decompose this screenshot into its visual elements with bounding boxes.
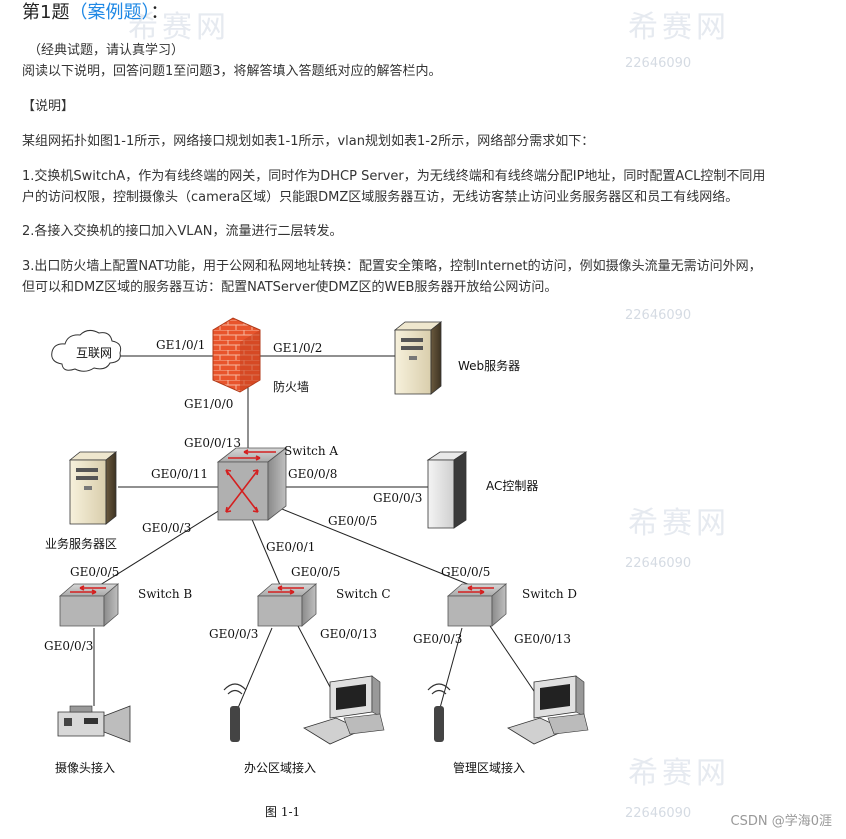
paragraph-0: 某组网拓扑如图1-1所示，网络接口规划如表1-1所示，vlan规划如表1-2所示…	[22, 134, 595, 149]
switch-c-label: Switch C	[336, 587, 391, 601]
question-type: （案例题）	[69, 2, 151, 23]
ac-controller-label: AC控制器	[486, 479, 538, 493]
web-server-label: Web服务器	[458, 358, 520, 373]
internet-cloud-icon	[51, 329, 122, 372]
paragraph-1a: 1.交换机SwitchA，作为有线终端的网关，同时作为DHCP Server，为…	[22, 169, 766, 184]
ac-controller-icon	[426, 451, 468, 529]
office-ap-icon	[223, 683, 247, 742]
port-label: GE0/0/5	[441, 565, 490, 579]
port-label: GE1/0/0	[184, 397, 233, 411]
web-server-icon	[394, 321, 442, 395]
link-switch-d-pc	[489, 625, 541, 701]
port-label: GE0/0/11	[151, 467, 208, 481]
port-label: GE0/0/8	[288, 467, 337, 481]
section-label: 【说明】	[22, 99, 75, 114]
title-colon: ：	[150, 2, 169, 23]
question-number: 第1题	[22, 2, 70, 23]
csdn-credit: CSDN @学海0涯	[730, 814, 832, 829]
office-pc-icon	[303, 675, 385, 745]
port-label: GE0/0/5	[328, 514, 377, 528]
switch-a-icon	[216, 447, 288, 521]
mgmt-ap-icon	[427, 683, 451, 742]
port-label: GE0/0/13	[514, 632, 571, 646]
internet-label: 互联网	[76, 346, 112, 360]
port-label: GE0/0/3	[209, 627, 258, 641]
firewall-label: 防火墙	[273, 379, 309, 394]
link-switch-a-switch-c	[247, 509, 281, 586]
switch-a-label: Switch A	[284, 444, 338, 458]
port-label: GE1/0/2	[273, 341, 322, 355]
paragraph-1b: 户的访问权限，控制摄像头（camera区域）只能跟DMZ区域服务器互访，无线访客…	[22, 190, 739, 205]
switch-b-label: Switch B	[138, 587, 192, 601]
paragraph-3b: 但可以和DMZ区域的服务器互访：配置NATServer使DMZ区的WEB服务器开…	[22, 280, 558, 295]
question-title: 第1题（案例题）：	[22, 0, 168, 24]
intro-note: （经典试题，请认真学习）	[28, 43, 185, 58]
camera-icon	[57, 705, 131, 743]
camera-access-label: 摄像头接入	[55, 760, 115, 775]
port-label: GE1/0/1	[156, 338, 205, 352]
switch-d-label: Switch D	[522, 587, 577, 601]
port-label: GE0/0/3	[373, 491, 422, 505]
paragraph-2: 2.各接入交换机的接口加入VLAN，流量进行二层转发。	[22, 224, 343, 239]
switch-d-icon	[447, 583, 507, 627]
port-label: GE0/0/1	[266, 540, 315, 554]
figure-caption: 图 1-1	[265, 805, 301, 819]
link-switch-a-switch-b	[99, 504, 229, 586]
firewall-icon	[212, 317, 261, 393]
port-label: GE0/0/5	[70, 565, 119, 579]
port-label: GE0/0/13	[184, 436, 241, 450]
link-switch-c-ap	[237, 627, 273, 709]
port-label: GE0/0/3	[413, 632, 462, 646]
port-label: GE0/0/5	[291, 565, 340, 579]
mgmt-access-label: 管理区域接入	[453, 760, 525, 775]
mgmt-pc-icon	[507, 675, 589, 745]
switch-c-icon	[257, 583, 317, 627]
link-switch-a-switch-d	[271, 504, 471, 586]
intro-instruction: 阅读以下说明，回答问题1至问题3，将解答填入答题纸对应的解答栏内。	[22, 64, 442, 79]
paragraph-3a: 3.出口防火墙上配置NAT功能，用于公网和私网地址转换：配置安全策略，控制Int…	[22, 259, 762, 274]
switch-b-icon	[59, 583, 119, 627]
port-label: GE0/0/3	[142, 521, 191, 535]
port-label: GE0/0/13	[320, 627, 377, 641]
business-server-icon	[69, 451, 117, 525]
port-label: GE0/0/3	[44, 639, 93, 653]
link-switch-d-ap	[439, 627, 463, 709]
business-servers-label: 业务服务器区	[45, 536, 117, 551]
office-access-label: 办公区域接入	[244, 760, 316, 775]
